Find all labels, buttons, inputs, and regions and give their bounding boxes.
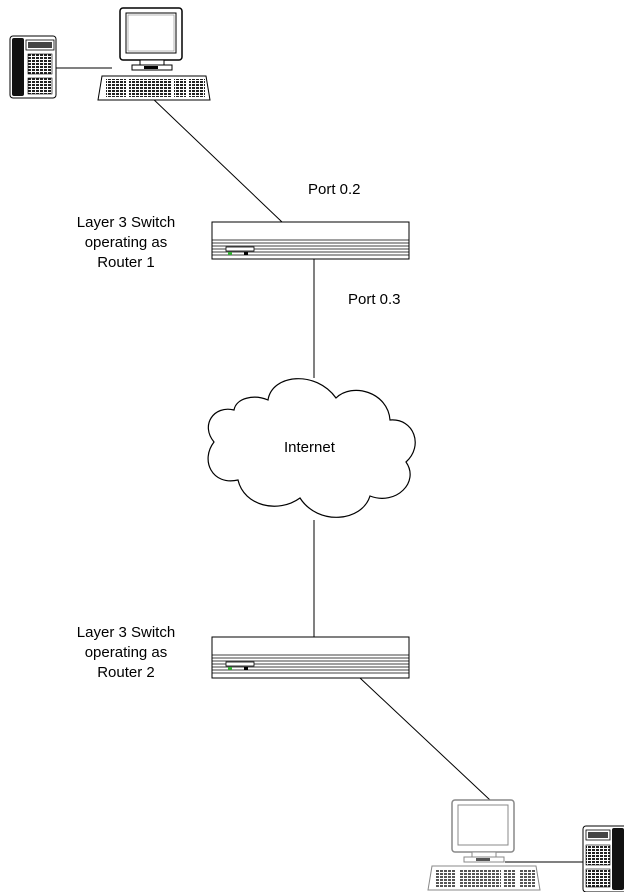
desk-phone-icon <box>9 35 57 99</box>
computer-workstation-icon <box>427 799 541 891</box>
router-1-label-line-1: Layer 3 Switch <box>76 214 176 231</box>
port-label-bottom: Port 0.3 <box>348 291 401 308</box>
links <box>52 67 586 863</box>
link-pc-top-router-1 <box>149 95 283 223</box>
cloud-icon <box>207 378 416 518</box>
port-label-top: Port 0.2 <box>308 181 361 198</box>
router-2-label-line-3: Router 2 <box>97 664 155 681</box>
router-1-label: Layer 3 Switch operating as Router 1 <box>56 213 196 273</box>
link-router-2-pc-bottom <box>359 677 491 801</box>
router-1-label-line-3: Router 1 <box>97 254 155 271</box>
internet-label: Internet <box>284 439 335 456</box>
layer3-switch-icon <box>211 636 410 679</box>
router-1-label-line-2: operating as <box>84 234 168 251</box>
router-2-label: Layer 3 Switch operating as Router 2 <box>56 623 196 683</box>
router-2-label-line-1: Layer 3 Switch <box>76 624 176 641</box>
desk-phone-icon <box>582 825 624 892</box>
router-2-label-line-2: operating as <box>84 644 168 661</box>
computer-workstation-icon <box>97 7 211 101</box>
layer3-switch-icon <box>211 221 410 260</box>
